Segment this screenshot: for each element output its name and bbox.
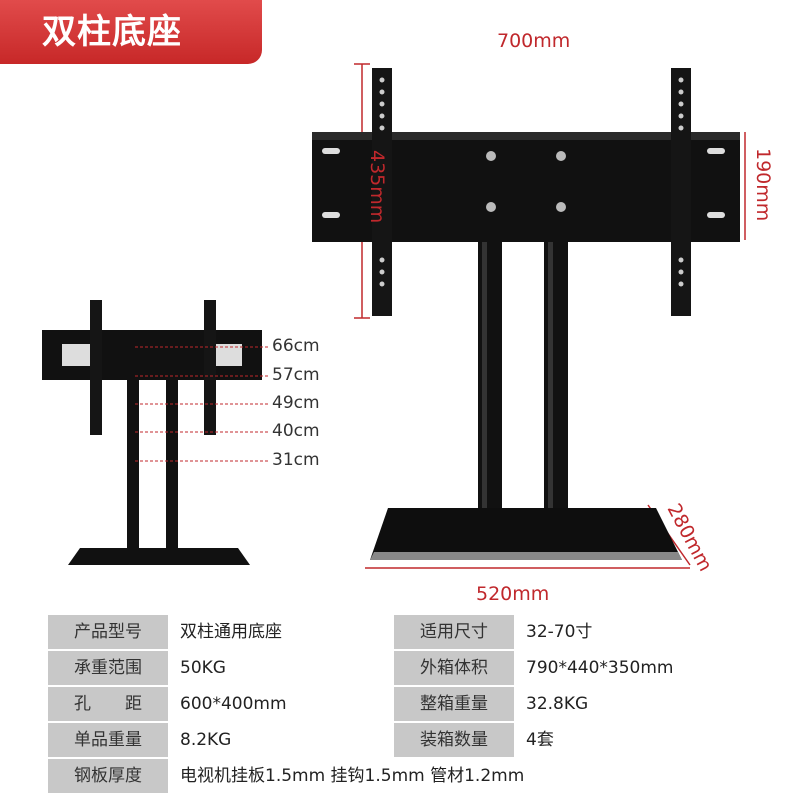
spec-key: 装箱数量 [394, 723, 514, 757]
spec-key: 钢板厚度 [48, 759, 168, 793]
spec-key: 产品型号 [48, 615, 168, 649]
spec-value: 50KG [180, 658, 226, 678]
spec-row: 单品重量 8.2KG 装箱数量 4套 [48, 723, 752, 757]
height-option-40: 40cm [272, 421, 320, 441]
bracket-height-label: 435mm [366, 150, 388, 224]
spec-row: 承重范围 50KG 外箱体积 790*440*350mm [48, 651, 752, 685]
height-option-31: 31cm [272, 450, 320, 470]
spec-key: 适用尺寸 [394, 615, 514, 649]
spec-value: 790*440*350mm [526, 658, 674, 678]
spec-value: 双柱通用底座 [180, 622, 282, 642]
panel-height-label: 190mm [752, 148, 774, 222]
spec-value: 32-70寸 [526, 622, 593, 642]
height-option-49: 49cm [272, 393, 320, 413]
spec-key: 单品重量 [48, 723, 168, 757]
width-top-label: 700mm [497, 30, 571, 52]
spec-value: 600*400mm [180, 694, 287, 714]
base-width-label: 520mm [476, 583, 550, 605]
spec-row: 钢板厚度 电视机挂板1.5mm 挂钩1.5mm 管材1.2mm [48, 759, 752, 793]
spec-value: 电视机挂板1.5mm 挂钩1.5mm 管材1.2mm [180, 766, 525, 786]
spec-row: 孔 距 600*400mm 整箱重量 32.8KG [48, 687, 752, 721]
spec-value: 32.8KG [526, 694, 589, 714]
spec-value: 8.2KG [180, 730, 232, 750]
spec-key: 承重范围 [48, 651, 168, 685]
height-option-57: 57cm [272, 365, 320, 385]
spec-value: 4套 [526, 730, 554, 750]
product-illustration [42, 63, 746, 569]
spec-key: 孔 距 [48, 687, 168, 721]
height-option-66: 66cm [272, 336, 320, 356]
spec-table: 产品型号 双柱通用底座 适用尺寸 32-70寸 承重范围 50KG 外箱体积 7… [48, 615, 752, 795]
spec-key: 整箱重量 [394, 687, 514, 721]
page-title: 双柱底座 [0, 0, 262, 64]
spec-row: 产品型号 双柱通用底座 适用尺寸 32-70寸 [48, 615, 752, 649]
spec-key: 外箱体积 [394, 651, 514, 685]
